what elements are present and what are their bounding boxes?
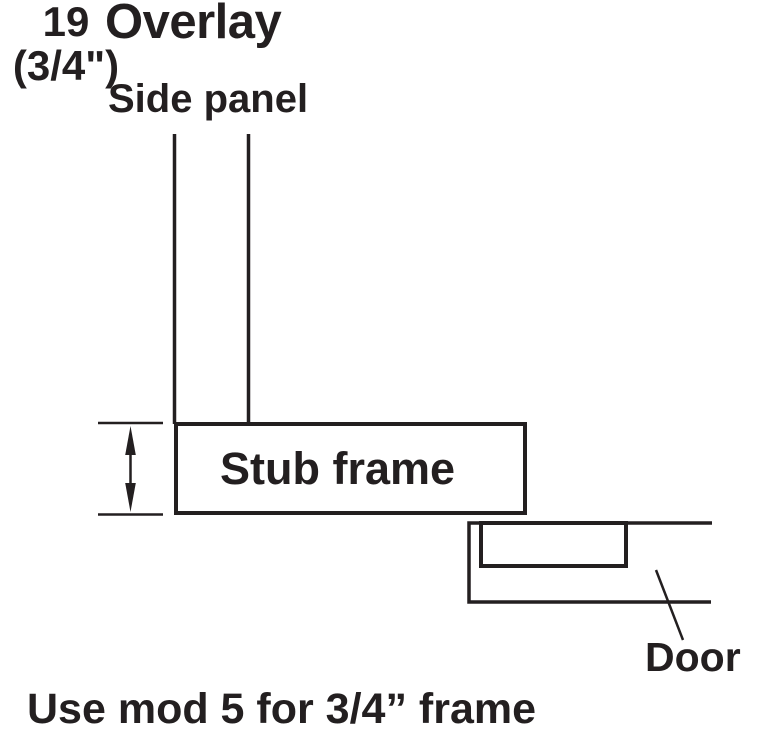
side-panel-label: Side panel <box>108 77 309 121</box>
dimension-arrowhead-down-icon <box>125 483 136 512</box>
dimension-label: 19 (3/4") <box>0 0 132 88</box>
stub-frame-label: Stub frame <box>220 443 456 494</box>
dimension-arrowhead-up-icon <box>125 426 136 455</box>
stub-frame-rect <box>174 422 527 515</box>
door-leader-line <box>654 569 685 641</box>
frame-note: Use mod 5 for 3/4” frame <box>27 685 537 730</box>
dimension-unit: (3/4") <box>12 42 120 89</box>
dimension-value: 19 <box>42 0 90 45</box>
door-recess-rect <box>479 521 628 568</box>
diagram-title: Overlay <box>105 0 282 49</box>
door-label: Door <box>645 634 741 680</box>
door-outline <box>467 521 712 604</box>
